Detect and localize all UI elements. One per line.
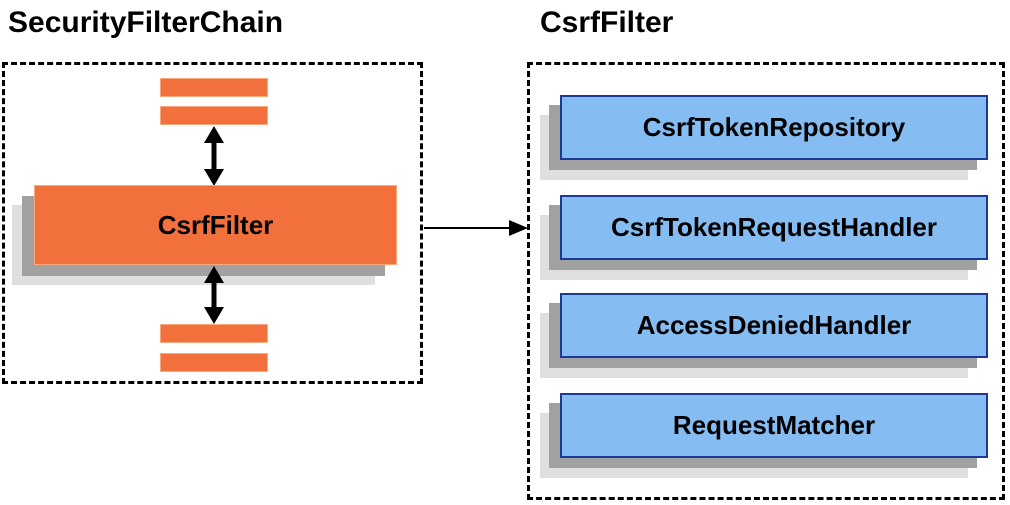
- access-denied-handler-box: AccessDeniedHandler: [560, 293, 988, 358]
- connector-arrow-icon: [423, 218, 529, 238]
- filter-placeholder-bar: [160, 106, 268, 125]
- csrf-filter-title: CsrfFilter: [540, 6, 674, 39]
- filter-placeholder-bar: [160, 324, 268, 343]
- security-filter-chain-title: SecurityFilterChain: [8, 6, 284, 39]
- csrf-token-repository-label: CsrfTokenRepository: [642, 112, 906, 142]
- request-matcher-box: RequestMatcher: [560, 393, 988, 458]
- access-denied-handler-label: AccessDeniedHandler: [636, 310, 912, 340]
- csrf-filter-box-label: CsrfFilter: [157, 209, 274, 240]
- csrf-token-request-handler-box: CsrfTokenRequestHandler: [560, 195, 988, 260]
- filter-placeholder-bar: [160, 78, 268, 97]
- csrf-filter-box: CsrfFilter: [34, 185, 397, 265]
- bidirectional-arrow-icon: [202, 266, 226, 324]
- csrf-filter-container: [527, 62, 1005, 500]
- bidirectional-arrow-icon: [202, 126, 226, 186]
- request-matcher-label: RequestMatcher: [672, 410, 876, 440]
- csrf-token-repository-box: CsrfTokenRepository: [560, 95, 988, 160]
- filter-placeholder-bar: [160, 353, 268, 372]
- security-filter-chain-container: [2, 62, 423, 384]
- csrf-token-request-handler-label: CsrfTokenRequestHandler: [610, 212, 938, 242]
